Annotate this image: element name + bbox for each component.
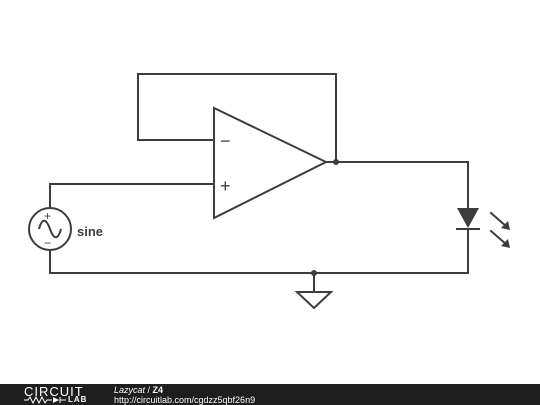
op-amp[interactable]: − + [213, 106, 329, 220]
led-triangle [457, 208, 479, 228]
circuit-title[interactable]: Z4 [152, 385, 164, 395]
op-amp-body [213, 106, 329, 220]
feedback-wire[interactable] [137, 73, 337, 163]
op-amp-noninverting-symbol: + [220, 176, 231, 196]
author-title-line: Lazycat / Z4 [114, 385, 255, 395]
source-plus-symbol: + [44, 209, 51, 223]
circuit-url-link[interactable]: http://circuitlab.com/cgdzz5qbf26n9 [114, 395, 256, 405]
sine-voltage-source[interactable]: + − sine [28, 207, 103, 251]
output-wire[interactable] [325, 161, 469, 209]
noninverting-input-wire[interactable] [49, 183, 215, 209]
source-minus-symbol: − [44, 236, 51, 250]
sine-wave-icon [38, 219, 62, 239]
meta-separator: / [145, 385, 153, 395]
circuitlab-logo[interactable]: CIRCUIT LAB [24, 385, 94, 404]
author-name[interactable]: Lazycat [114, 385, 146, 395]
ground-junction-dot [311, 270, 317, 276]
logo-resistor-diode-icon [24, 396, 66, 404]
return-wire[interactable] [49, 229, 469, 274]
output-junction-dot [333, 159, 339, 165]
op-amp-inverting-symbol: − [220, 131, 231, 151]
source-label: sine [77, 224, 103, 239]
circuit-meta: Lazycat / Z4 http://circuitlab.com/cgdzz… [114, 385, 255, 405]
circuit-schematic: − + + − sine [28, 73, 510, 310]
footer-bar: CIRCUIT LAB Lazycat / Z4 http://circuitl… [0, 384, 540, 405]
ground-icon [294, 291, 334, 310]
led-light-arrows-icon [489, 211, 510, 248]
led[interactable] [456, 208, 510, 248]
logo-circuit-text: CIRCUIT [24, 384, 84, 399]
logo-lab-text: LAB [68, 395, 88, 404]
